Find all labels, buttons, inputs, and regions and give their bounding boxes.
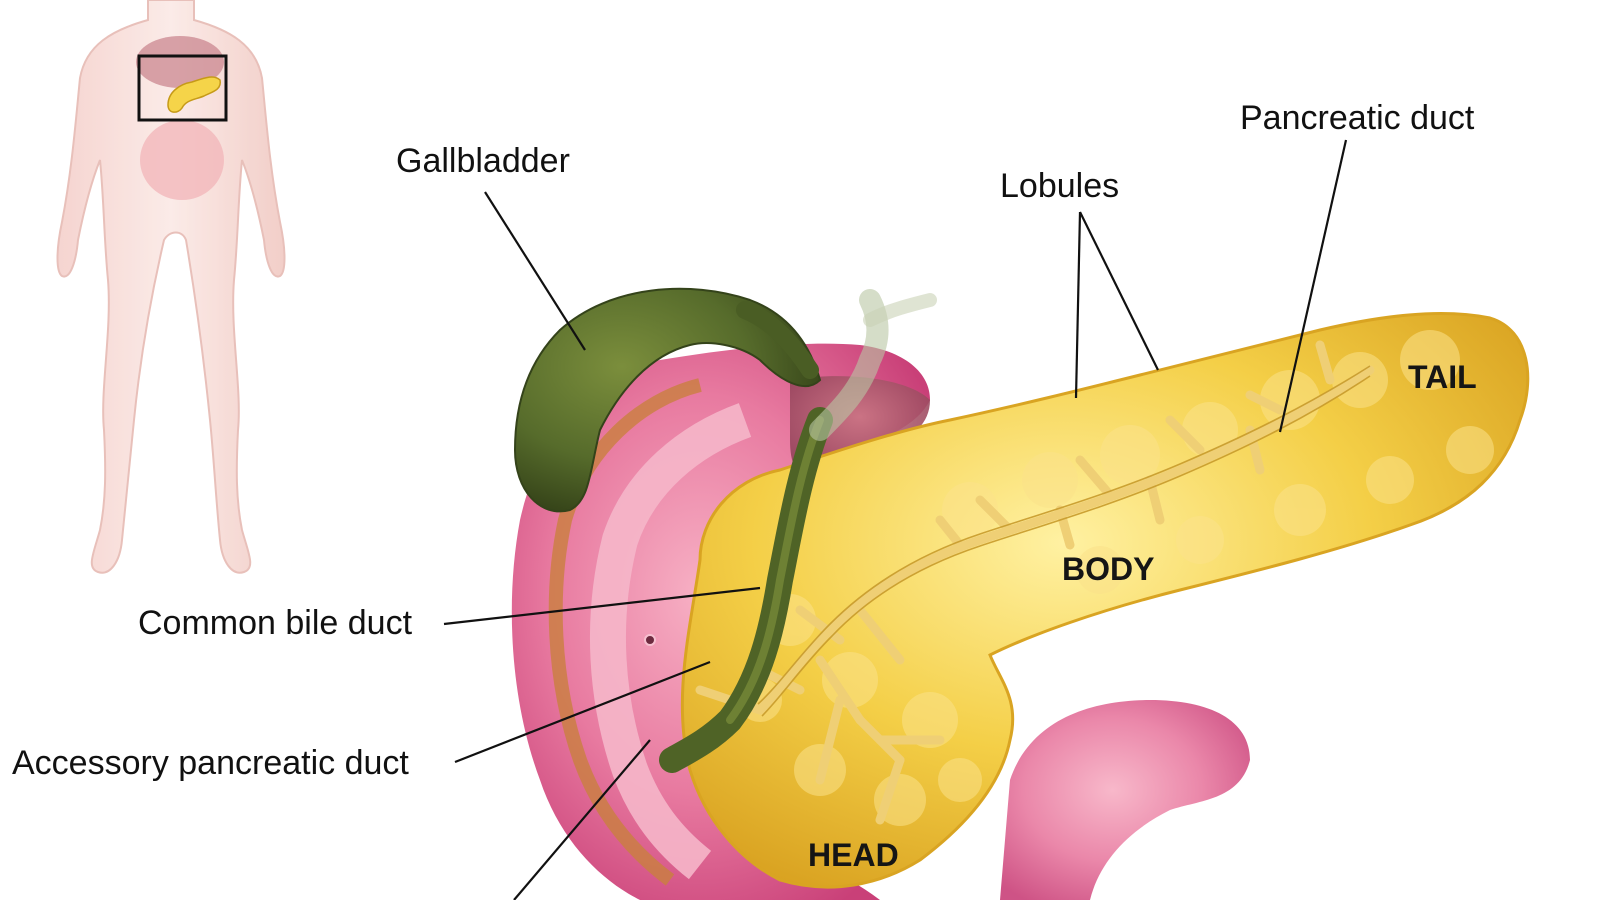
body-silhouette-inset (56, 0, 286, 574)
lobule-texture (738, 330, 1494, 826)
leader-pancreatic-duct (1278, 139, 1348, 433)
pancreas-inset (167, 76, 221, 113)
tail-label: TAIL (1408, 359, 1477, 395)
gallbladder-shape (513, 287, 822, 513)
leader-lobules-a (1074, 211, 1082, 399)
common-bile-duct-highlight (726, 416, 824, 724)
leader-accessory-duct (454, 660, 711, 764)
gallbladder-label: Gallbladder (396, 142, 570, 180)
pancreatic-duct-label: Pancreatic duct (1240, 99, 1475, 137)
ampulla-opening (644, 634, 656, 646)
cystic-duct (736, 301, 819, 379)
body-label: BODY (1062, 551, 1154, 587)
duodenum-wall (548, 378, 702, 886)
duodenum-lumen (590, 403, 752, 880)
common-bile-duct-label: Common bile duct (138, 604, 413, 642)
leader-lines (443, 139, 1348, 900)
pancreas (680, 312, 1530, 889)
leader-lower-duct (513, 739, 651, 900)
liver-inset (136, 36, 224, 88)
accessory-pancreatic-duct-label: Accessory pancreatic duct (12, 744, 409, 782)
leader-common-bile-duct (443, 586, 761, 626)
hepatic-duct-branch (863, 293, 937, 327)
head-label: HEAD (808, 837, 899, 873)
leader-lobules-b (1079, 211, 1159, 371)
lobules-label: Lobules (1000, 167, 1119, 205)
body-silhouette (56, 0, 286, 574)
duodenum (511, 343, 930, 900)
pancreatic-duct-tree-outline (757, 365, 1371, 717)
small-intestine-loop (1000, 700, 1250, 900)
duodenum-inner-shadow (790, 376, 930, 479)
gallbladder (513, 287, 822, 513)
intestine-inset (140, 120, 224, 200)
leader-gallbladder (484, 191, 586, 351)
inset-highlight-box (137, 54, 228, 122)
